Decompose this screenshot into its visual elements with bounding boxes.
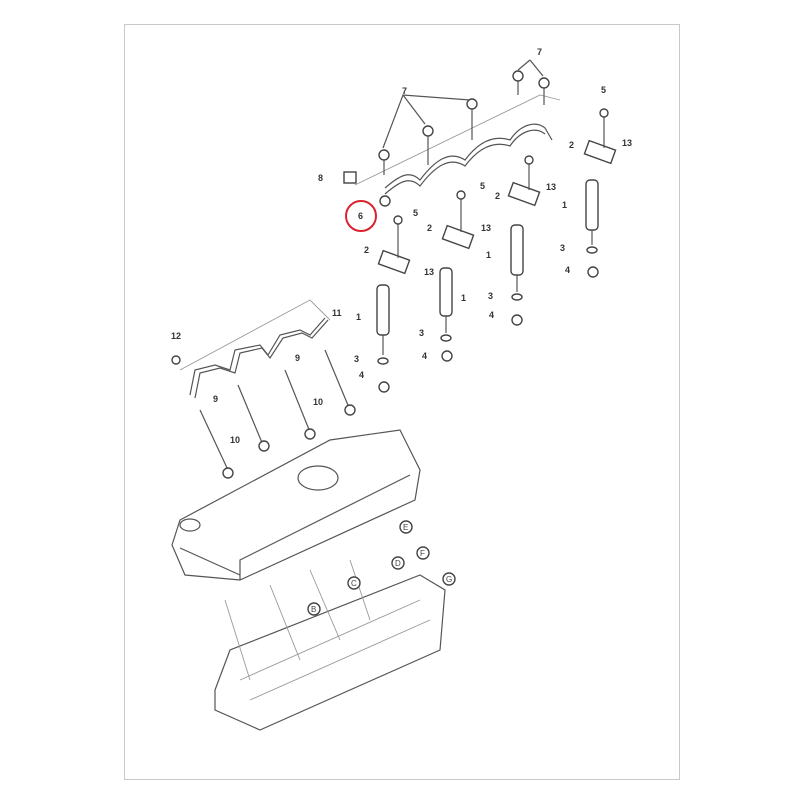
callout-2: 2 xyxy=(495,191,500,201)
callout-13: 13 xyxy=(546,182,556,192)
fuel-rail xyxy=(354,94,561,195)
injector-4 xyxy=(585,179,599,278)
callout-1: 1 xyxy=(562,200,567,210)
injectors xyxy=(376,179,599,393)
callout-3: 3 xyxy=(560,243,565,253)
callout-4: 4 xyxy=(489,310,494,320)
letter-f: F xyxy=(420,549,425,558)
callout-8: 8 xyxy=(318,173,323,183)
rail-bolts xyxy=(378,59,550,175)
callout-3: 3 xyxy=(354,354,359,364)
callout-13: 13 xyxy=(622,138,632,148)
part-6-washer xyxy=(379,195,391,207)
callout-5: 5 xyxy=(413,208,418,218)
letter-d: D xyxy=(395,559,401,568)
location-letters: E D F C G B xyxy=(307,520,456,616)
drawing-frame xyxy=(124,24,680,780)
injector-3 xyxy=(510,224,524,326)
callout-2: 2 xyxy=(364,245,369,255)
callout-2: 2 xyxy=(427,223,432,233)
letter-g: G xyxy=(446,575,452,584)
callout-1: 1 xyxy=(461,293,466,303)
callout-6: 6 xyxy=(358,211,363,221)
callout-7: 7 xyxy=(402,86,407,96)
part-8-nut xyxy=(343,171,357,184)
callout-13: 13 xyxy=(481,223,491,233)
callout-9: 9 xyxy=(295,353,300,363)
valve-cover xyxy=(171,429,421,581)
callout-3: 3 xyxy=(419,328,424,338)
callout-1: 1 xyxy=(356,312,361,322)
letter-b: B xyxy=(311,605,316,614)
callout-2: 2 xyxy=(569,140,574,150)
callout-12: 12 xyxy=(171,331,181,341)
glow-plugs xyxy=(171,299,356,479)
callout-13: 13 xyxy=(424,267,434,277)
callout-4: 4 xyxy=(422,351,427,361)
callout-10: 10 xyxy=(313,397,323,407)
callout-7: 7 xyxy=(537,47,542,57)
letter-c: C xyxy=(351,579,357,588)
callout-5: 5 xyxy=(480,181,485,191)
callout-4: 4 xyxy=(565,265,570,275)
callout-11: 11 xyxy=(332,308,342,318)
highlight-circle xyxy=(345,200,377,232)
callout-9: 9 xyxy=(213,394,218,404)
cylinder-head xyxy=(214,559,446,731)
callout-4: 4 xyxy=(359,370,364,380)
letter-e: E xyxy=(403,523,408,532)
injector-1 xyxy=(376,284,390,393)
clamps xyxy=(377,108,617,275)
callout-1: 1 xyxy=(486,250,491,260)
injector-2 xyxy=(439,267,453,362)
callout-10: 10 xyxy=(230,435,240,445)
callout-labels: 7 7 5 13 2 8 6 5 2 13 5 2 13 1 1 2 13 3 … xyxy=(171,47,632,445)
callout-5: 5 xyxy=(601,85,606,95)
callout-3: 3 xyxy=(488,291,493,301)
